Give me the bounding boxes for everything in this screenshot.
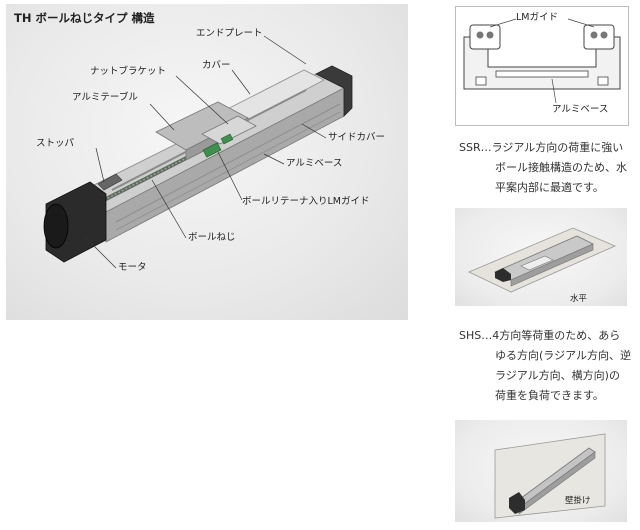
cross-section-drawing	[463, 18, 621, 104]
diagram-label-aluminum-base: アルミベース	[552, 104, 609, 115]
callout-lm-guide: ボールリテーナ入りLMガイド	[242, 196, 370, 207]
horizontal-mount-drawing	[468, 227, 617, 293]
actuator-illustration	[43, 35, 353, 269]
callout-aluminum-table: アルミテーブル	[72, 92, 138, 103]
shs-line-2: ゆる方向(ラジアル方向、逆	[495, 349, 631, 362]
callout-ball-screw: ボールねじ	[188, 232, 236, 243]
cross-section-diagram: LMガイド アルミベース	[455, 6, 629, 126]
ssr-description: SSR…ラジアル方向の荷重に強い ボール接触構造のため、水 平案内部に最適です。	[459, 138, 635, 198]
shs-line-1: SHS…4方向等荷重のため、あら	[459, 329, 621, 342]
callout-aluminum-base: アルミベース	[286, 158, 343, 169]
horizontal-mount-photo: 水平	[455, 208, 627, 306]
wall-mount-photo: 壁掛け	[455, 420, 627, 522]
structure-illustration-panel: TH ボールねじタイプ 構造	[6, 4, 408, 320]
ssr-line-3: 平案内部に最適です。	[495, 181, 604, 194]
callout-side-cover: サイドカバー	[328, 132, 386, 143]
ssr-line-2: ボール接触構造のため、水	[495, 161, 627, 174]
callout-stopper: ストッパ	[36, 138, 75, 149]
horizontal-label: 水平	[570, 294, 588, 304]
shs-line-4: 荷重を負荷できます。	[495, 389, 604, 402]
wall-mount-drawing	[494, 433, 606, 519]
ssr-line-1: SSR…ラジアル方向の荷重に強い	[459, 141, 624, 154]
shs-line-3: ラジアル方向、横方向)の	[495, 369, 620, 382]
panel-title: TH ボールねじタイプ 構造	[14, 11, 155, 25]
diagram-label-lm-guide: LMガイド	[516, 12, 558, 23]
shs-description: SHS…4方向等荷重のため、あら ゆる方向(ラジアル方向、逆 ラジアル方向、横方…	[459, 326, 635, 406]
callout-end-plate: エンドプレート	[196, 28, 263, 39]
wall-label: 壁掛け	[565, 496, 591, 506]
callout-motor: モータ	[118, 262, 147, 273]
callout-cover: カバー	[202, 60, 231, 71]
callout-nut-bracket: ナットブラケット	[90, 66, 167, 77]
